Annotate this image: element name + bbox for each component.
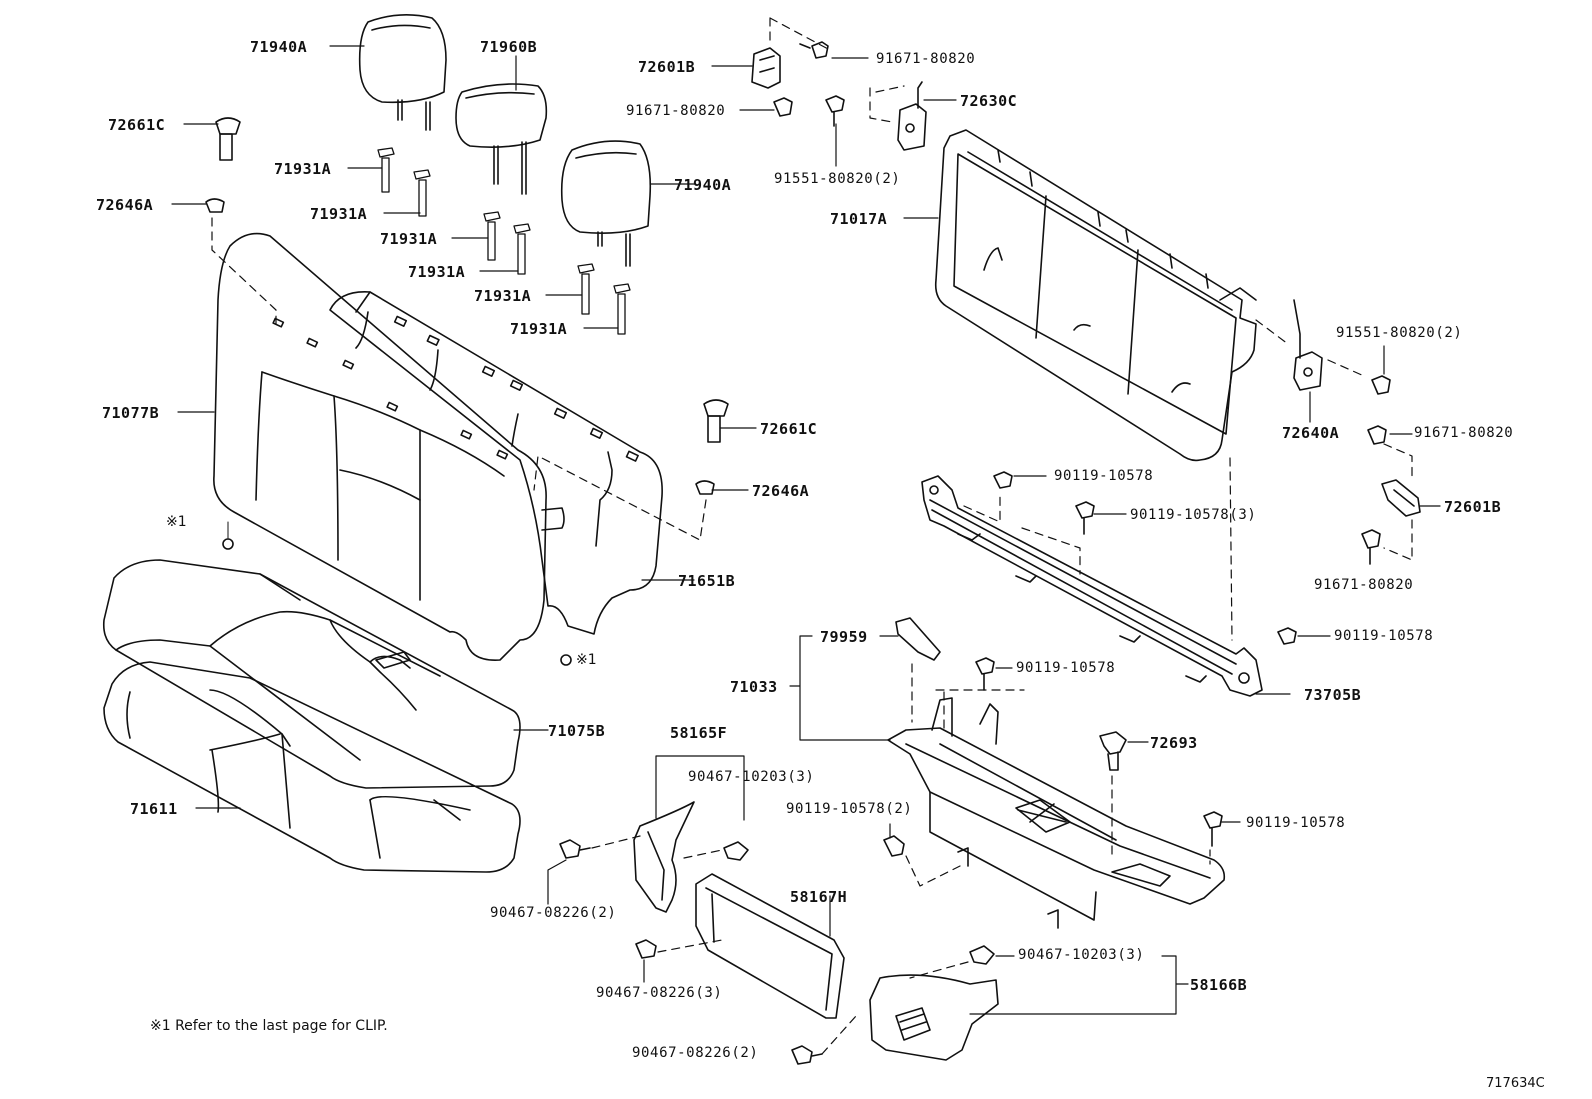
part-label-71931A-6[interactable]: 71931A (510, 320, 568, 338)
clip-reference-note: ※1 Refer to the last page for CLIP. (150, 1018, 388, 1034)
headrest-71960B (455, 83, 548, 195)
part-label-91671-80820-c[interactable]: 91671-80820 (1414, 425, 1514, 441)
trim-58166B (869, 974, 999, 1061)
lock-72630C (897, 81, 927, 151)
part-label-71651B[interactable]: 71651B (678, 572, 736, 590)
part-label-90119-10578-2[interactable]: 90119-10578(2) (786, 801, 913, 817)
part-label-90119-10578-c[interactable]: 90119-10578 (1016, 660, 1116, 676)
part-label-91551-80820-2-a[interactable]: 91551-80820(2) (774, 171, 901, 187)
part-label-90119-10578-3[interactable]: 90119-10578(3) (1130, 507, 1257, 523)
seatback-frame-71017A (934, 129, 1257, 462)
bolt-90119-10578-2 (883, 835, 905, 857)
part-label-71940A-top[interactable]: 71940A (250, 38, 308, 56)
part-label-71960B[interactable]: 71960B (480, 38, 538, 56)
part-label-72646A-left[interactable]: 72646A (96, 196, 154, 214)
part-label-90119-10578-a[interactable]: 90119-10578 (1054, 468, 1154, 484)
part-label-90119-10578-d[interactable]: 90119-10578 (1246, 815, 1346, 831)
part-label-71940A-right[interactable]: 71940A (674, 176, 732, 194)
bolt-90119-10578-c (975, 657, 995, 691)
seatback-rear-frame (329, 291, 663, 635)
part-label-72640A[interactable]: 72640A (1282, 424, 1340, 442)
part-label-72630C[interactable]: 72630C (960, 92, 1018, 110)
clip-90467-10203-a (723, 841, 749, 861)
part-label-71931A-2[interactable]: 71931A (310, 205, 368, 223)
clip-90467-08226-a (559, 839, 591, 859)
part-label-71931A-5[interactable]: 71931A (474, 287, 532, 305)
bolt-90119-10578-b (1277, 627, 1297, 645)
bolt-90119-10578-a (993, 471, 1013, 489)
bolt-91671-80820-b (773, 97, 793, 117)
clip-marker-left: ※1 (166, 514, 187, 530)
trim-panel-58167H (695, 873, 845, 1019)
pad-79959 (895, 617, 941, 661)
part-label-72601B-right[interactable]: 72601B (1444, 498, 1502, 516)
lock-knob-72661C-left (205, 117, 241, 213)
part-label-91671-80820-a[interactable]: 91671-80820 (876, 51, 976, 67)
bolt-90119-10578-3 (1075, 501, 1095, 535)
clip-72693 (1099, 731, 1127, 771)
guide-pins-71931A (377, 147, 631, 335)
lock-72640A (1293, 299, 1323, 391)
clip-90467-08226-b (791, 1045, 823, 1065)
part-label-71033[interactable]: 71033 (730, 678, 778, 696)
headrest-71940A-right (560, 140, 652, 267)
hinge-72601B-right (1381, 479, 1421, 517)
bolt-90119-10578-d (1203, 811, 1223, 847)
trim-58165F (633, 801, 695, 913)
clip-90467-08226-3 (635, 939, 657, 959)
part-label-79959[interactable]: 79959 (820, 628, 868, 646)
part-label-90119-10578-b[interactable]: 90119-10578 (1334, 628, 1434, 644)
part-label-71017A[interactable]: 71017A (830, 210, 888, 228)
frame-73705B (921, 475, 1263, 697)
part-label-71611[interactable]: 71611 (130, 800, 178, 818)
headrest-71940A-top (358, 14, 447, 131)
part-label-91671-80820-b[interactable]: 91671-80820 (626, 103, 726, 119)
lock-knob-72661C-right (695, 399, 729, 495)
cushion-frame-71033 (887, 697, 1226, 929)
bolt-91551-80820-a (825, 95, 845, 127)
part-label-91671-80820-d[interactable]: 91671-80820 (1314, 577, 1414, 593)
part-label-73705B[interactable]: 73705B (1304, 686, 1362, 704)
part-label-71931A-1[interactable]: 71931A (274, 160, 332, 178)
part-label-90467-10203-3-b[interactable]: 90467-10203(3) (1018, 947, 1145, 963)
diagram-id: 717634C (1486, 1076, 1545, 1091)
part-label-71075B[interactable]: 71075B (548, 722, 606, 740)
part-label-90467-08226-2-a[interactable]: 90467-08226(2) (490, 905, 617, 921)
part-label-58167H[interactable]: 58167H (790, 888, 848, 906)
part-label-90467-08226-3[interactable]: 90467-08226(3) (596, 985, 723, 1001)
part-label-72693[interactable]: 72693 (1150, 734, 1198, 752)
seat-cushion-71075B (102, 559, 521, 789)
bolt-91551-80820-b (1371, 375, 1391, 395)
part-label-71931A-3[interactable]: 71931A (380, 230, 438, 248)
bolt-91671-80820-d (1361, 529, 1381, 565)
clip-90467-10203-b (969, 945, 995, 965)
part-label-58166B[interactable]: 58166B (1190, 976, 1248, 994)
clip-marker-right: ※1 (576, 652, 597, 668)
part-label-58165F[interactable]: 58165F (670, 724, 728, 742)
part-label-72646A-right[interactable]: 72646A (752, 482, 810, 500)
part-label-90467-08226-2-b[interactable]: 90467-08226(2) (632, 1045, 759, 1061)
part-label-72661C-right[interactable]: 72661C (760, 420, 818, 438)
part-label-71931A-4[interactable]: 71931A (408, 263, 466, 281)
hinge-72601B-top (751, 47, 781, 89)
part-label-91551-80820-2-b[interactable]: 91551-80820(2) (1336, 325, 1463, 341)
seat-cushion-cover-71611 (103, 661, 521, 873)
part-label-90467-10203-3-a[interactable]: 90467-10203(3) (688, 769, 815, 785)
part-label-72601B-top[interactable]: 72601B (638, 58, 696, 76)
part-label-72661C-left[interactable]: 72661C (108, 116, 166, 134)
part-label-71077B[interactable]: 71077B (102, 404, 160, 422)
bolt-91671-80820-c (1367, 425, 1387, 445)
seatback-cover-71077B (213, 232, 565, 661)
bolt-91671-80820-a (799, 41, 829, 59)
